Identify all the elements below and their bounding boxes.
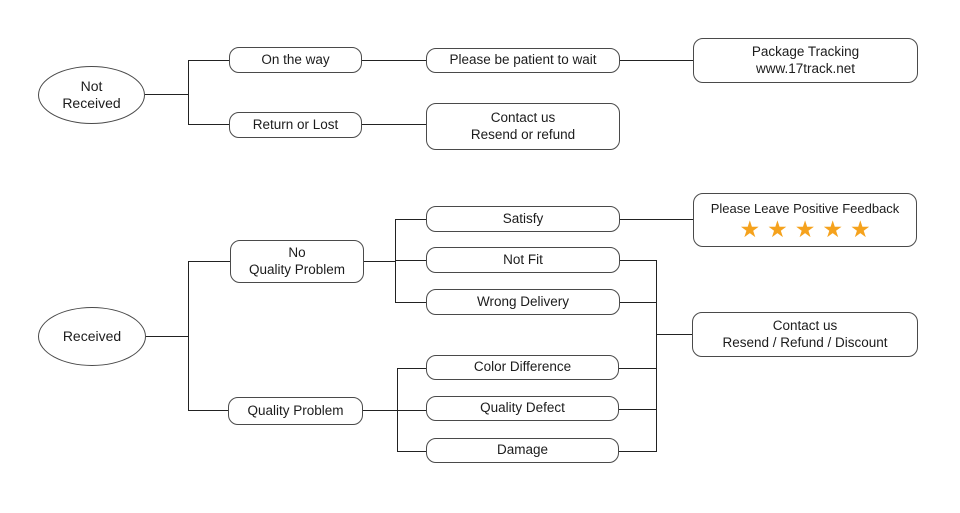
edge-returnlost-contact [362, 124, 426, 126]
edge-qp-vertical [397, 368, 399, 452]
edge-ontheway-patient [362, 60, 426, 62]
edge-to-damage [397, 451, 426, 453]
edge-to-satisfy [395, 219, 426, 221]
edge-received-vertical [188, 261, 190, 411]
star-icon: ★ [849, 215, 871, 242]
star-icon: ★ [822, 215, 843, 242]
positive-feedback-label: Please Leave Positive Feedback [710, 201, 900, 217]
star-icon: ★ [739, 215, 761, 242]
edge-notreceived-vertical [188, 60, 190, 125]
node-not-received: Not Received [38, 66, 145, 124]
node-on-the-way: On the way [229, 47, 362, 73]
edge-wrongdelivery-merge [620, 302, 656, 304]
edge-patient-tracking [620, 60, 693, 62]
edge-notreceived-branch [145, 94, 188, 96]
edge-received-branch [146, 336, 188, 338]
node-quality-problem: Quality Problem [228, 397, 363, 425]
node-contact-resend-refund: Contact us Resend or refund [426, 103, 620, 150]
edge-to-on-the-way [188, 60, 229, 62]
edge-nqp-branch [364, 261, 395, 263]
edge-qp-branch [363, 410, 426, 412]
edge-merge-vertical [656, 260, 658, 452]
edge-notfit-merge [620, 260, 656, 262]
edge-colordiff-merge [619, 368, 656, 370]
star-icon: ★ [767, 215, 788, 242]
edge-to-color-difference [397, 368, 426, 370]
node-wrong-delivery: Wrong Delivery [426, 289, 620, 315]
edge-damage-merge [619, 451, 656, 453]
node-satisfy: Satisfy [426, 206, 620, 232]
edge-to-quality-problem [188, 410, 228, 412]
node-no-quality-problem: No Quality Problem [230, 240, 364, 283]
edge-to-wrong-delivery [395, 302, 426, 304]
five-star-rating: ★ ★ ★ ★ ★ [739, 215, 871, 242]
node-contact-resend-refund-discount: Contact us Resend / Refund / Discount [692, 312, 918, 357]
node-return-or-lost: Return or Lost [229, 112, 362, 138]
node-positive-feedback: Please Leave Positive Feedback ★ ★ ★ ★ ★ [693, 193, 917, 247]
node-not-fit: Not Fit [426, 247, 620, 273]
edge-qualitydefect-merge [619, 409, 656, 411]
edge-to-not-fit [395, 260, 426, 262]
node-damage: Damage [426, 438, 619, 463]
node-color-difference: Color Difference [426, 355, 619, 380]
edge-satisfy-feedback [620, 219, 693, 221]
edge-merge-contact [656, 334, 692, 336]
node-received: Received [38, 307, 146, 366]
edge-to-no-quality-problem [188, 261, 230, 263]
node-please-be-patient: Please be patient to wait [426, 48, 620, 73]
node-quality-defect: Quality Defect [426, 396, 619, 421]
star-icon: ★ [794, 215, 816, 242]
node-package-tracking: Package Tracking www.17track.net [693, 38, 918, 83]
edge-to-return-or-lost [188, 124, 229, 126]
